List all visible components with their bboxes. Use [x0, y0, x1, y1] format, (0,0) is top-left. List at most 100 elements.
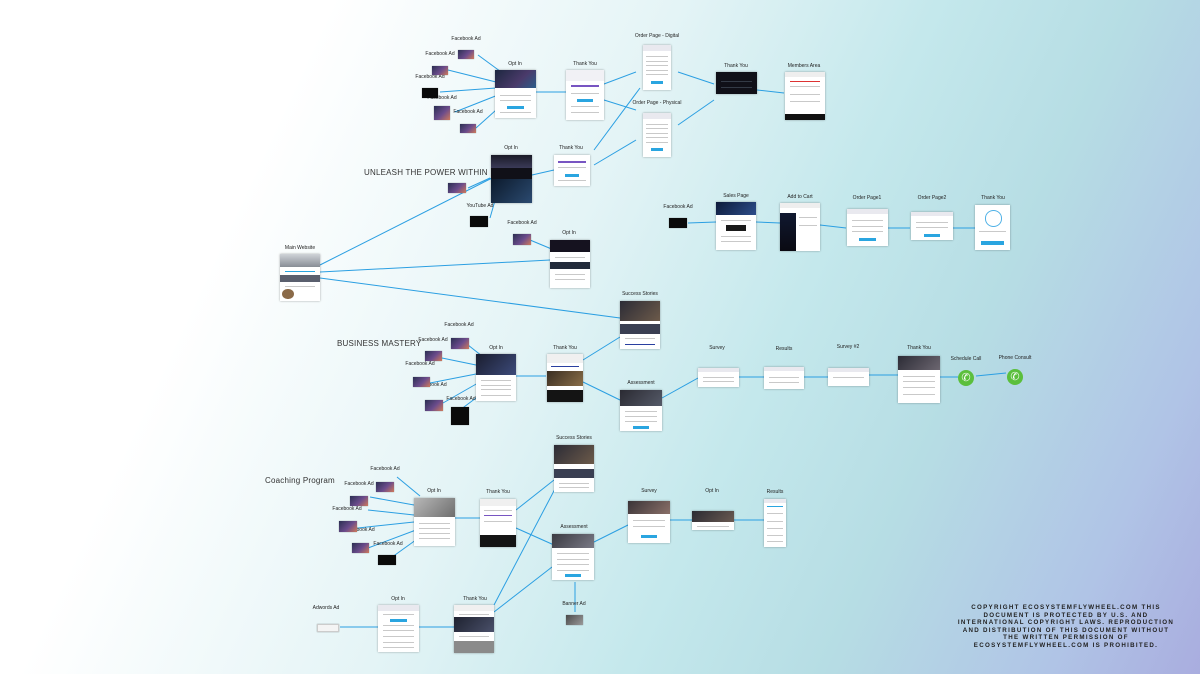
page-thumbnail-success-stories[interactable] [620, 301, 660, 349]
ad-thumbnail[interactable] [460, 124, 476, 133]
phone-icon[interactable]: ✆ [1007, 369, 1023, 385]
node-label: Results [775, 346, 793, 352]
page-thumbnail-results[interactable] [764, 499, 786, 547]
page-thumbnail-opt-in[interactable] [550, 240, 590, 288]
node-label: Success Stories [556, 435, 592, 441]
node-label: Sales Page [723, 193, 749, 199]
ad-thumbnail[interactable] [669, 218, 687, 228]
page-thumbnail-order-page1[interactable] [847, 209, 888, 246]
ad-thumbnail[interactable] [566, 615, 583, 625]
page-thumbnail-add-to-cart[interactable] [780, 203, 820, 251]
node-label: Facebook Ad [373, 541, 403, 547]
ad-thumbnail[interactable] [352, 543, 369, 553]
page-thumbnail-success-stories[interactable] [554, 445, 594, 492]
node-label: Facebook Ad [345, 527, 375, 533]
node-label: Add to Cart [787, 194, 813, 200]
node-label: Survey [641, 488, 657, 494]
page-thumbnail-results[interactable] [764, 367, 804, 389]
node-label: Assessment [627, 380, 655, 386]
node-label: Opt In [705, 488, 719, 494]
page-thumbnail-order-page2[interactable] [911, 212, 953, 240]
node-label: Survey #2 [836, 344, 860, 350]
node-label: Opt In [508, 61, 522, 67]
ad-thumbnail[interactable] [425, 351, 442, 361]
page-thumbnail-opt-in[interactable] [491, 155, 532, 203]
ad-thumbnail[interactable] [378, 555, 396, 565]
page-thumbnail-thank-you[interactable] [547, 354, 583, 402]
page-thumbnail-main-website[interactable] [280, 254, 320, 301]
ad-thumbnail[interactable] [413, 377, 430, 387]
page-thumbnail-order-physical[interactable] [643, 113, 671, 157]
node-label: Facebook Ad [425, 51, 455, 57]
page-thumbnail-opt-in[interactable] [476, 354, 516, 401]
page-thumbnail-thank-you[interactable] [454, 605, 494, 653]
node-label: Members Area [787, 63, 821, 69]
page-thumbnail-members-area[interactable] [785, 72, 825, 120]
node-label: Facebook Ad [444, 322, 474, 328]
node-label: Facebook Ad [507, 220, 537, 226]
ad-thumbnail[interactable] [470, 216, 488, 227]
ad-thumbnail[interactable] [451, 338, 469, 349]
ad-thumbnail[interactable] [425, 400, 443, 411]
node-label: Results [766, 489, 784, 495]
page-thumbnail-thank-you[interactable] [898, 356, 940, 403]
node-label: Facebook Ad [415, 74, 445, 80]
node-label: Facebook Ad [344, 481, 374, 487]
node-label: Opt In [504, 145, 518, 151]
node-label: Facebook Ad [417, 382, 447, 388]
section-title-unleash: UNLEASH THE POWER WITHIN [364, 168, 488, 177]
node-label: Facebook Ad [451, 36, 481, 42]
page-thumbnail-order-digital[interactable] [643, 45, 671, 90]
node-label: Facebook Ad [418, 337, 448, 343]
phone-icon[interactable]: ✆ [958, 370, 974, 386]
node-label: Facebook Ad [370, 466, 400, 472]
section-title-coaching: Coaching Program [265, 476, 335, 485]
page-thumbnail-thank-you[interactable] [975, 205, 1010, 250]
page-thumbnail-assessment[interactable] [620, 390, 662, 431]
node-label: Success Stories [622, 291, 658, 297]
node-label: Order Page1 [852, 195, 882, 201]
node-label: Adwords Ad [312, 605, 340, 611]
page-thumbnail-sales-page[interactable] [716, 202, 756, 250]
ad-thumbnail[interactable] [317, 624, 339, 632]
ad-thumbnail[interactable] [434, 106, 450, 120]
node-label: Order Page - Digital [634, 33, 680, 39]
node-label: Opt In [489, 345, 503, 351]
section-title-business: BUSINESS MASTERY [337, 339, 422, 348]
page-thumbnail-opt-in[interactable] [692, 511, 734, 530]
node-label: Thank You [573, 61, 597, 67]
page-thumbnail-survey[interactable] [698, 368, 739, 387]
ad-thumbnail[interactable] [432, 66, 448, 75]
node-label: Banner Ad [562, 601, 586, 607]
ad-thumbnail[interactable] [513, 234, 531, 245]
ad-thumbnail[interactable] [422, 88, 438, 98]
page-thumbnail-survey[interactable] [628, 501, 670, 543]
ad-thumbnail[interactable] [376, 482, 394, 492]
page-thumbnail-thank-you[interactable] [480, 499, 516, 547]
ad-thumbnail[interactable] [339, 521, 357, 532]
page-thumbnail-survey-2[interactable] [828, 368, 869, 386]
ad-thumbnail[interactable] [451, 407, 469, 425]
node-label: Facebook Ad [332, 506, 362, 512]
page-thumbnail-assessment[interactable] [552, 534, 594, 580]
node-label: Schedule Call [950, 356, 982, 362]
page-thumbnail-opt-in[interactable] [495, 70, 536, 118]
page-thumbnail-opt-in[interactable] [378, 605, 419, 652]
node-label: Assessment [560, 524, 588, 530]
ad-thumbnail[interactable] [350, 496, 368, 506]
page-thumbnail-thank-you[interactable] [554, 155, 590, 186]
node-label: Facebook Ad [446, 396, 476, 402]
node-label: Facebook Ad [427, 95, 457, 101]
page-thumbnail-thank-you[interactable] [716, 72, 757, 94]
node-label: Facebook Ad [663, 204, 693, 210]
node-label: Thank You [724, 63, 748, 69]
page-thumbnail-thank-you[interactable] [566, 70, 604, 120]
node-label: Thank You [907, 345, 931, 351]
page-thumbnail-opt-in[interactable] [414, 498, 455, 546]
ad-thumbnail[interactable] [448, 183, 466, 193]
node-label: Order Page2 [917, 195, 947, 201]
ad-thumbnail[interactable] [458, 50, 474, 59]
node-label: Opt In [391, 596, 405, 602]
